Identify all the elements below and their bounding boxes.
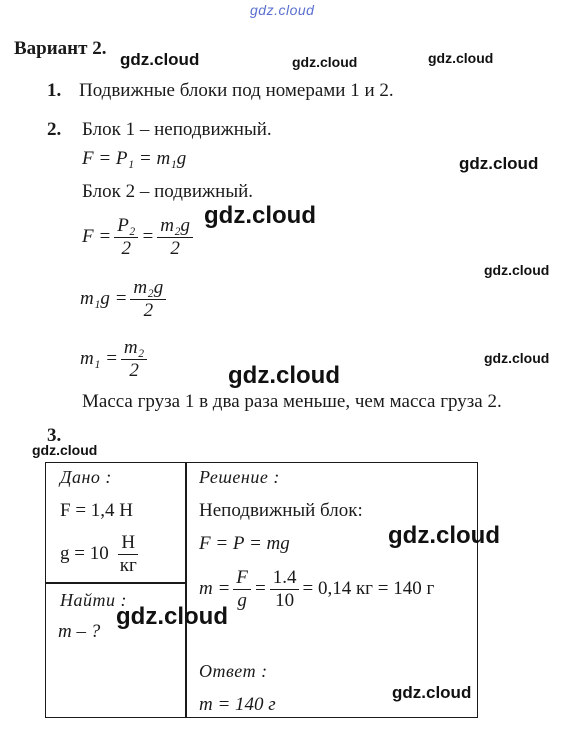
sol3-frac1-numerator: F <box>233 568 251 590</box>
eq2-frac2-denominator: 2 <box>170 237 180 259</box>
given-g-unit-numerator: Н <box>118 533 139 555</box>
item2-eq1: F = P₁ = m₁g <box>82 148 187 169</box>
watermark-8: gdz.cloud <box>228 362 340 389</box>
item2-eq2: F = P₂ 2 = m₂g 2 <box>82 216 196 259</box>
solution-table <box>45 462 478 718</box>
solution-line-formula: F = P = mg <box>199 533 290 554</box>
sol3-fraction-2: 1.4 10 <box>269 568 300 611</box>
watermark-7: gdz.cloud <box>484 350 550 366</box>
item2-eq3: m₁g = m₂g 2 <box>80 278 169 321</box>
given-force: F = 1,4 Н <box>60 500 134 521</box>
sol3-result: = 0,14 кг = 140 г <box>302 578 435 600</box>
given-g: g = 10 Н кг <box>60 533 143 576</box>
sol3-frac1-denominator: g <box>237 589 247 611</box>
eq3-fraction: m₂g 2 <box>130 278 167 321</box>
eq2-frac1-numerator: P₂ <box>114 216 139 238</box>
watermark-9: gdz.cloud <box>32 442 98 458</box>
eq4-fraction: m₂ 2 <box>120 338 148 381</box>
item2-conclusion: Масса груза 1 в два раза меньше, чем мас… <box>82 391 502 412</box>
eq2-frac1-denominator: 2 <box>121 237 132 259</box>
item1-number: 1. <box>47 80 62 101</box>
watermark-top: gdz.cloud <box>250 2 315 18</box>
watermark-6: gdz.cloud <box>484 262 550 278</box>
item1-text: Подвижные блоки под номерами 1 и 2. <box>79 80 394 101</box>
eq3-denominator: 2 <box>143 299 154 321</box>
item2-number: 2. <box>47 119 62 140</box>
sol3-fraction-1: F g <box>233 568 251 611</box>
item2-block1: Блок 1 – неподвижный. <box>82 119 272 140</box>
eq3-numerator: m₂g <box>130 278 167 300</box>
sol3-equals: = <box>253 578 267 600</box>
watermark-3: gdz.cloud <box>428 50 494 66</box>
watermark-1: gdz.cloud <box>120 50 200 69</box>
eq2-frac2-numerator: m₂g <box>157 216 194 238</box>
solution-label: Решение : <box>199 467 280 487</box>
given-g-lhs: g = 10 <box>60 543 109 565</box>
variant-title: Вариант 2. <box>14 38 107 59</box>
eq2-fraction-2: m₂g 2 <box>157 216 194 259</box>
sol3-frac2-denominator: 10 <box>275 589 295 611</box>
item2-eq4: m₁ = m₂ 2 <box>80 338 150 381</box>
watermark-11: gdz.cloud <box>116 603 228 630</box>
item3-number: 3. <box>47 425 62 446</box>
item2-block2: Блок 2 – подвижный. <box>82 181 254 202</box>
eq4-denominator: 2 <box>129 359 139 381</box>
sol3-frac2-numerator: 1.4 <box>269 568 300 590</box>
answer-label: Ответ : <box>199 661 268 681</box>
eq2-equals: = <box>141 226 155 248</box>
watermark-5: gdz.cloud <box>204 202 316 229</box>
given-g-unit-denominator: кг <box>119 554 137 576</box>
find-label: Найти : <box>60 590 127 610</box>
eq2-lhs: F = <box>82 226 112 248</box>
watermark-4: gdz.cloud <box>459 154 539 173</box>
eq4-lhs: m₁ = <box>80 348 118 370</box>
eq3-lhs: m₁g = <box>80 288 128 310</box>
given-g-unit: Н кг <box>117 533 140 576</box>
answer-value: m = 140 г <box>199 694 276 715</box>
watermark-12: gdz.cloud <box>392 683 472 702</box>
eq2-fraction-1: P₂ 2 <box>114 216 139 259</box>
find-value: m – ? <box>58 621 101 642</box>
given-label: Дано : <box>60 467 112 487</box>
solution-calculation: m = F g = 1.4 10 = 0,14 кг = 140 г <box>199 568 434 611</box>
table-horizontal-divider <box>45 582 186 584</box>
table-vertical-divider <box>185 462 187 718</box>
watermark-10: gdz.cloud <box>388 522 500 549</box>
solution-line-fixed-block: Неподвижный блок: <box>199 500 363 521</box>
eq4-numerator: m₂ <box>120 338 148 360</box>
watermark-2: gdz.cloud <box>292 54 358 70</box>
sol3-lhs: m = <box>199 578 231 600</box>
